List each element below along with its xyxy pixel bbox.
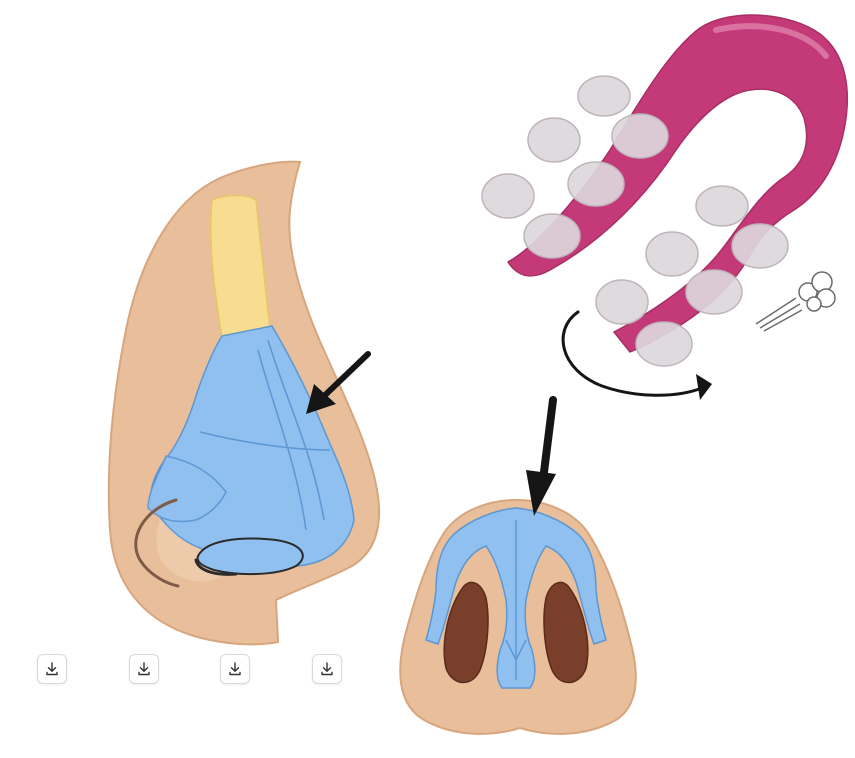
download-icon — [138, 662, 150, 676]
nose-side-view — [107, 160, 381, 646]
lower-lateral-cartilage — [147, 455, 227, 523]
roller-upper-5 — [481, 173, 535, 219]
roller-lower-2 — [731, 223, 789, 269]
columella — [505, 520, 527, 680]
roller-upper-2 — [611, 113, 669, 159]
nostril-rim — [194, 558, 238, 576]
download-button-2[interactable] — [129, 654, 159, 684]
alar-crease — [134, 498, 180, 588]
roller-upper-1 — [577, 75, 631, 117]
download-button-3[interactable] — [220, 654, 250, 684]
download-icon — [229, 662, 241, 676]
cartilage-line-2 — [257, 349, 307, 531]
roller-lower-6 — [635, 321, 693, 367]
download-button-4[interactable] — [312, 654, 342, 684]
clip-band-highlight — [713, 23, 829, 59]
cartilage-line-1 — [267, 339, 325, 521]
nostril-opening — [196, 537, 304, 576]
download-icon — [46, 662, 58, 676]
roller-row-upper — [481, 75, 669, 259]
roller-upper-3 — [527, 117, 581, 163]
nose-bottom-view — [399, 498, 637, 735]
download-button-1[interactable] — [37, 654, 67, 684]
roller-lower-1 — [695, 185, 749, 227]
roller-lower-4 — [685, 269, 743, 315]
rotation-arrow-icon — [561, 310, 712, 400]
download-icon — [321, 662, 333, 676]
nose-clip-device — [481, 14, 849, 367]
arrow-icon-bottom — [526, 396, 557, 516]
roller-lower-5 — [595, 279, 649, 325]
roller-upper-4 — [567, 161, 625, 207]
air-puff-icon — [755, 271, 836, 332]
arrow-icon-side — [306, 351, 371, 414]
nostril-left — [443, 581, 489, 684]
nostril-right — [543, 581, 589, 684]
cartilage-line-3 — [199, 431, 331, 451]
roller-upper-6 — [523, 213, 581, 259]
clip-band — [506, 14, 849, 353]
roller-row-lower — [595, 185, 789, 367]
roller-lower-3 — [645, 231, 699, 277]
